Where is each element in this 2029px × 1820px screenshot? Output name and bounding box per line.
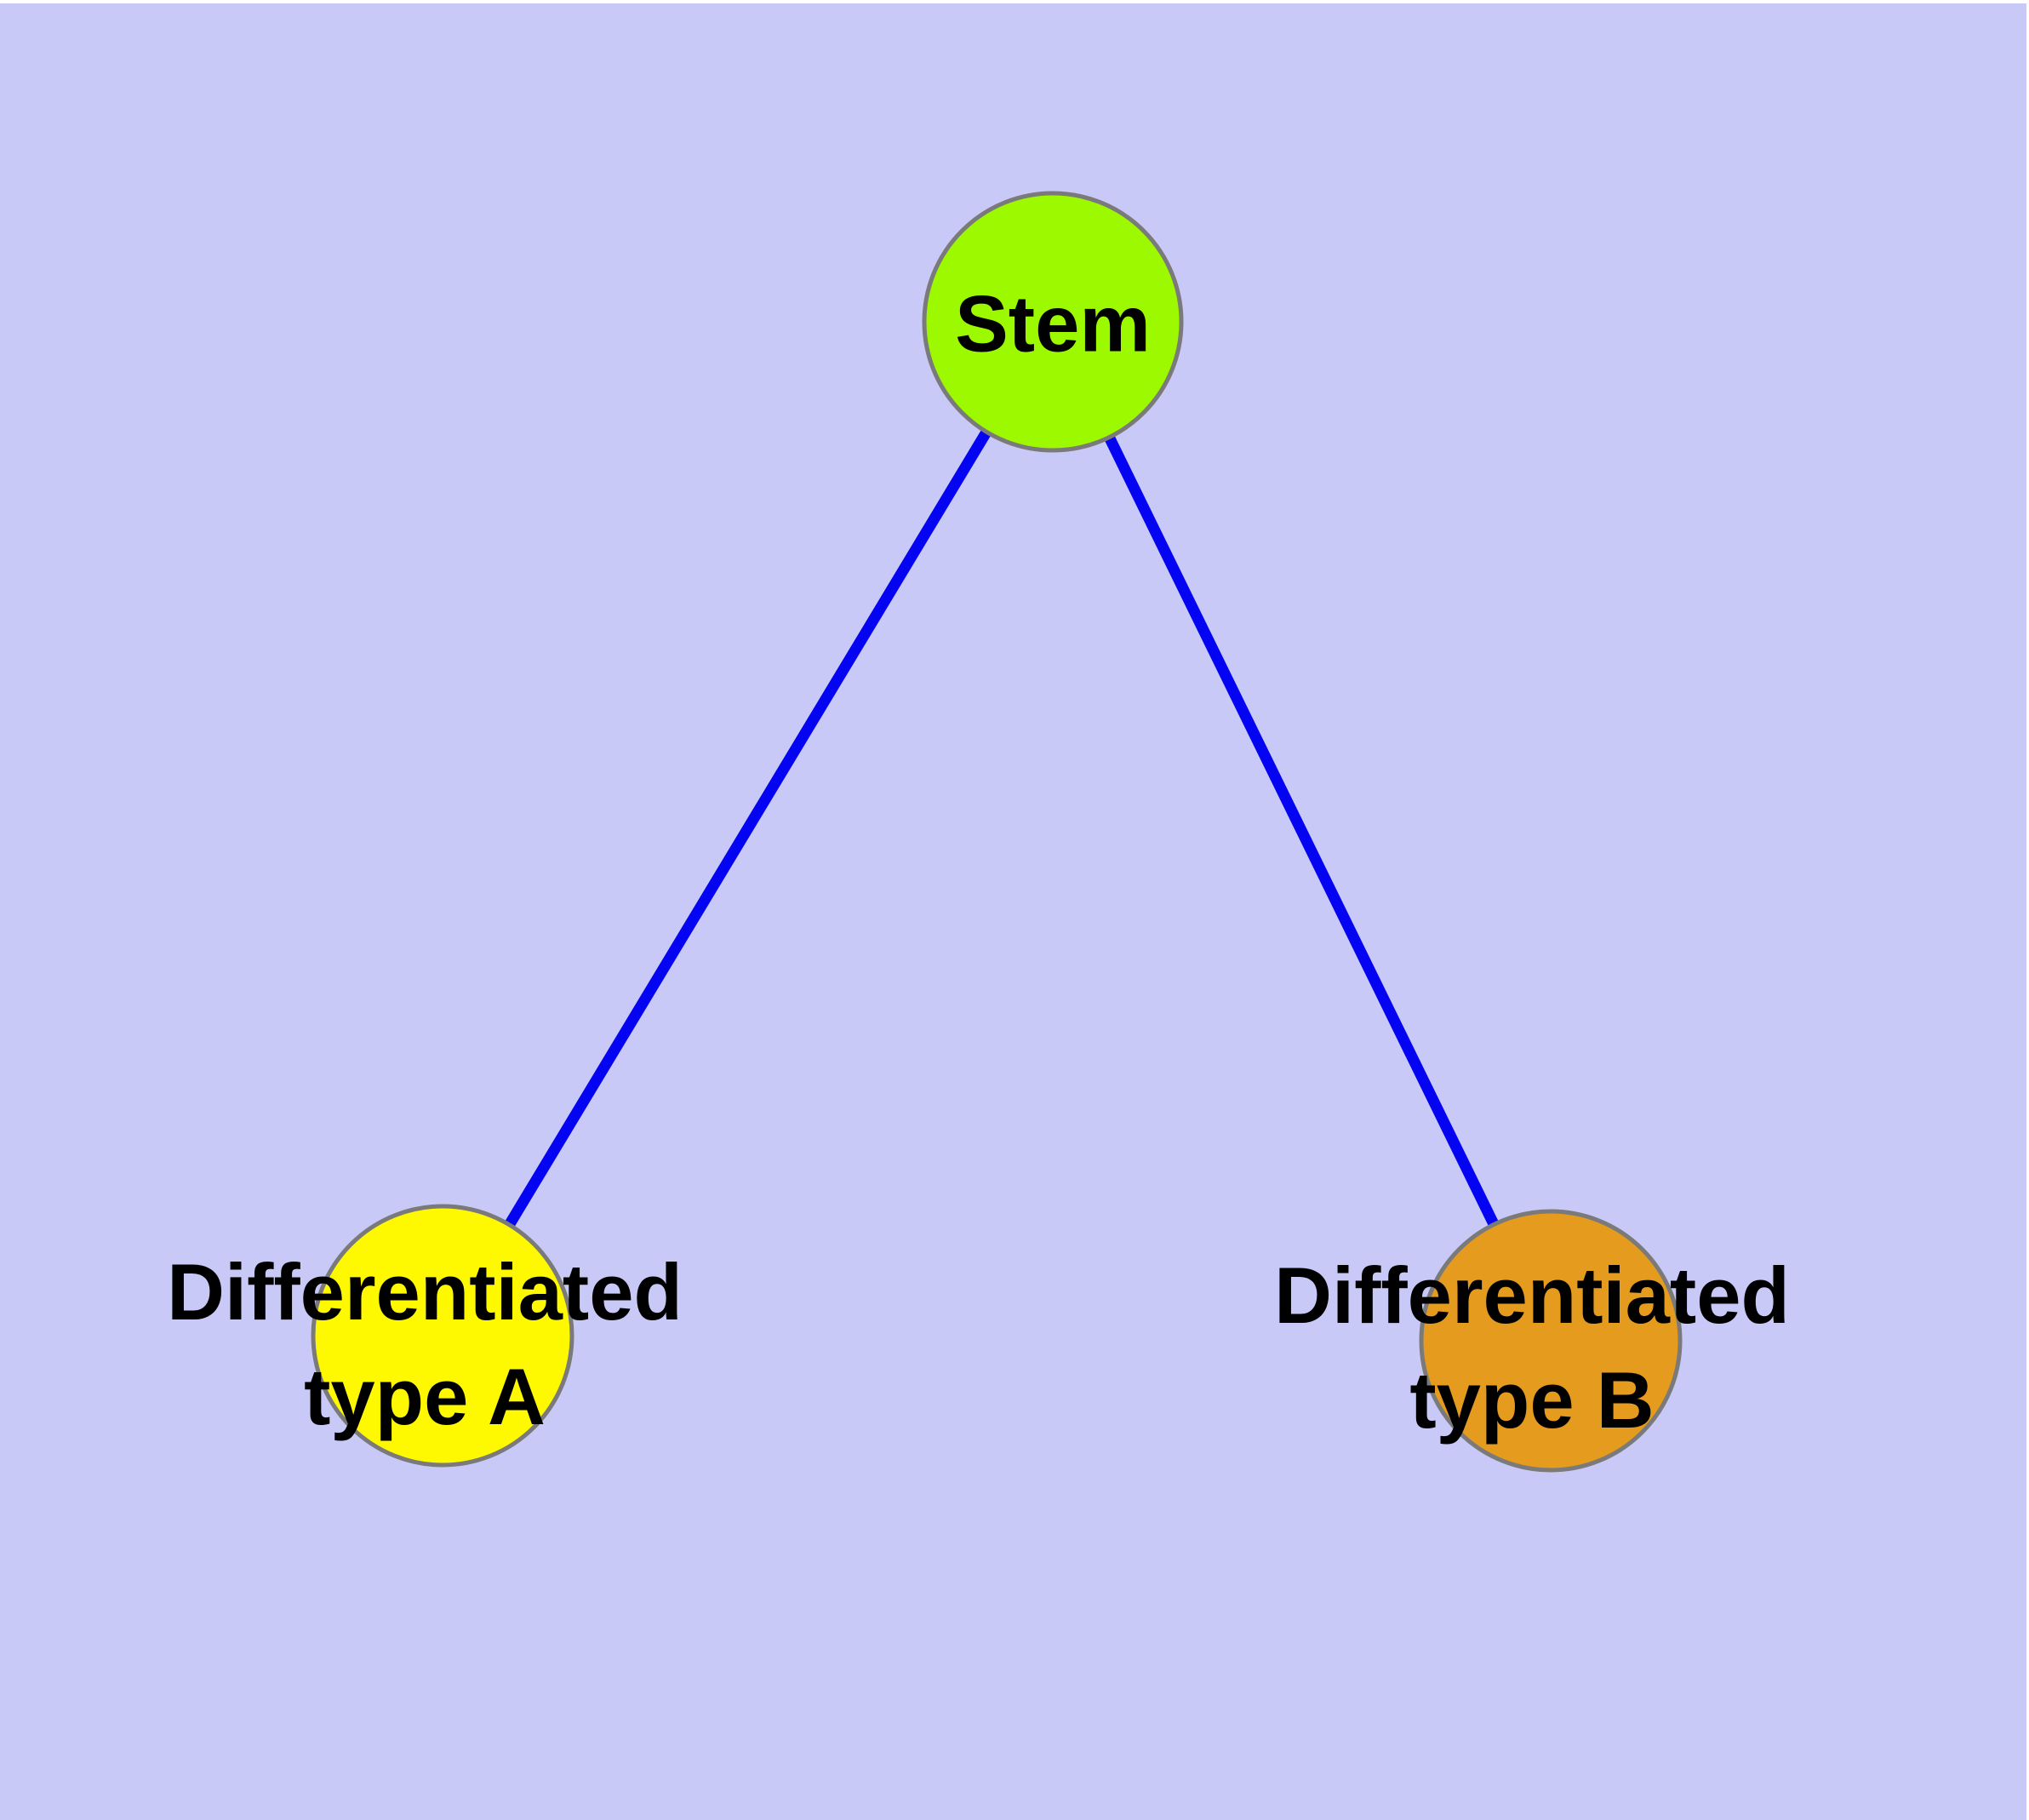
node-type-b-circle [1419, 1209, 1683, 1473]
node-type-a-label: Differentiated type A [167, 1239, 683, 1449]
edge-stem-to-type-a [437, 318, 1058, 1339]
node-type-b-label: Differentiated type B [1274, 1243, 1790, 1452]
edge-stem-to-type-b [1048, 319, 1556, 1343]
node-stem-circle [922, 191, 1184, 453]
node-stem-label: Stem [955, 272, 1151, 376]
node-stem-label-line-1: Stem [955, 278, 1151, 369]
node-type-b-label-line-2: type B [1409, 1355, 1655, 1445]
node-type-a-circle [311, 1204, 574, 1468]
node-type-a-label-line-1: Differentiated [167, 1247, 683, 1336]
node-type-b-label-line-1: Differentiated [1274, 1251, 1790, 1340]
node-type-a-label-line-2: type A [304, 1352, 546, 1441]
graph-svg [311, 191, 1683, 1473]
